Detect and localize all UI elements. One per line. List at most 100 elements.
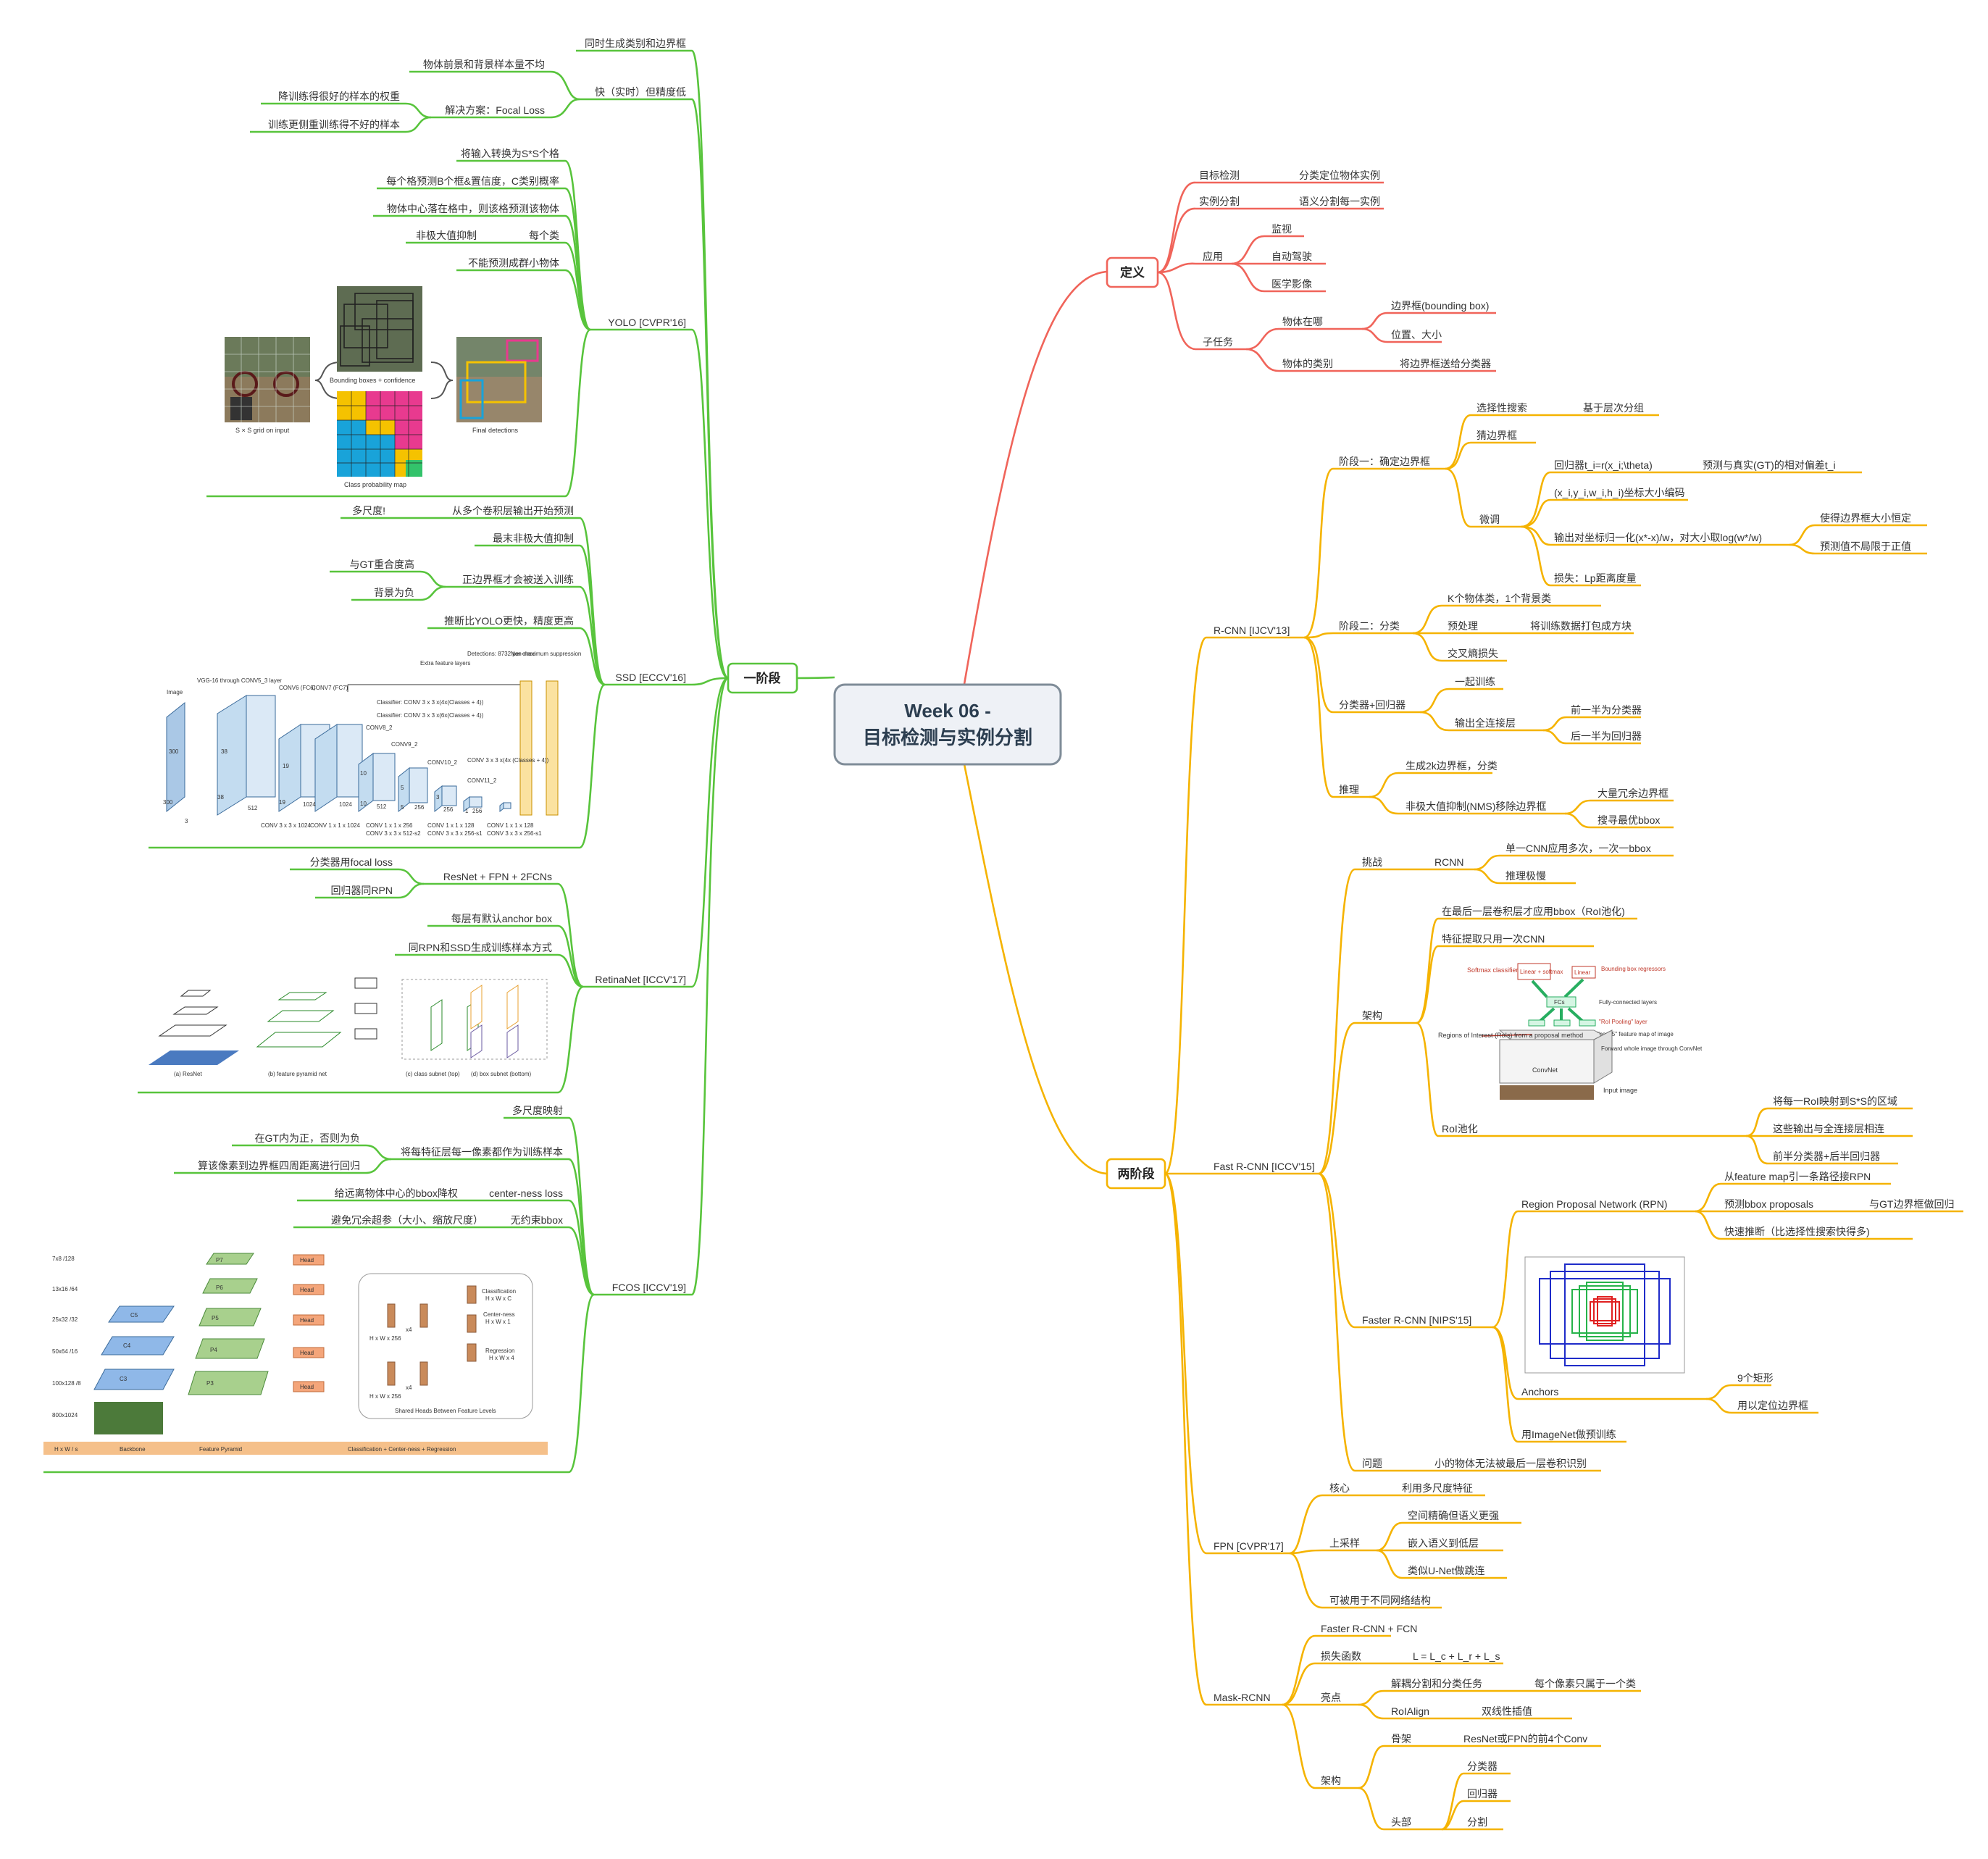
fcos-c3a: 给远离物体中心的bbox降权 [335, 1187, 458, 1199]
rcnn-pre-desc: 将训练数据打包成方块 [1530, 620, 1632, 632]
ssd-fig-b4: CONV 1 x 1 x 128 [427, 822, 475, 829]
ssd-fig-conv8: CONV8_2 [366, 724, 393, 731]
ssd-figure: Extra feature layers Detections: 8732 pe… [163, 651, 581, 837]
application-label: 应用 [1203, 251, 1223, 262]
faster-rcnn-title[interactable]: Faster R-CNN [NIPS'15] [1362, 1314, 1471, 1326]
faster-rpn2: 预测bbox proposals [1724, 1198, 1813, 1210]
branch-definition: 定义 [1106, 181, 1496, 372]
where-label: 物体在哪 [1282, 316, 1323, 327]
fcos-fig-r2: 13x16 /64 [52, 1286, 78, 1292]
ssd-fig-c3: CONV 3 x 3 x(4x (Classes + 4)) [467, 757, 549, 764]
rcnn-k: K个物体类，1个背景类 [1448, 593, 1551, 604]
ssd-s3: 正边界框才会被送入训练 [462, 574, 574, 585]
fig-conv5: "conv5" feature map of image [1598, 1031, 1674, 1037]
yolo-y4: 非极大值抑制 [416, 230, 477, 241]
fcos-fig-p4: P4 [210, 1347, 217, 1353]
rcnn-title[interactable]: R-CNN [IJCV'13] [1214, 624, 1290, 636]
ssd-fig-det: Detections: 8732 per class [467, 651, 535, 657]
retina-title[interactable]: RetinaNet [ICCV'17] [595, 974, 686, 985]
fcos-fig-x4a: x4 [406, 1327, 412, 1333]
fcos-fig-r1: 7x8 /128 [52, 1256, 75, 1262]
retina-fig-a: (a) ResNet [174, 1071, 202, 1077]
rcnn-finetune: 微调 [1479, 514, 1500, 525]
fcos-fig-head3: Head [300, 1317, 314, 1324]
rcnn-fc: 输出全连接层 [1455, 717, 1516, 729]
ssd-fig-nms: Non-maximum suppression [511, 651, 581, 657]
two-stage-texts: R-CNN [IJCV'13] 阶段一：确定边界框 选择性搜索 基于层次分组 猜… [1214, 402, 1954, 1828]
fpn-up3: 类似U-Net做跳连 [1408, 1565, 1485, 1576]
mask-rcnn-title[interactable]: Mask-RCNN [1214, 1692, 1271, 1703]
branch-two-stage: 两阶段 [1106, 414, 1963, 1831]
retina-r1: ResNet + FPN + 2FCNs [443, 871, 552, 882]
yolo-title[interactable]: YOLO [CVPR'16] [608, 317, 686, 328]
ssd-title[interactable]: SSD [ECCV'16] [615, 672, 686, 683]
one-stage-texts: 同时生成类别和边界框 快（实时）但精度低 物体前景和背景样本量不均 解决方案：F… [198, 38, 686, 1293]
branch-one-stage: 一阶段 [43, 49, 798, 1474]
retina-r1a: 分类器用focal loss [310, 856, 393, 868]
fcos-fig-head4: Head [300, 1350, 314, 1356]
ssd-fig-conv11: CONV11_2 [467, 777, 497, 784]
fcos-c2b: 算该像素到边界框四周距离进行回归 [198, 1160, 360, 1171]
fast-roi2: 这些输出与全连接层相连 [1773, 1123, 1884, 1135]
rcnn-half2: 后一半为回归器 [1571, 730, 1642, 742]
left-f2: 解决方案：Focal Loss [445, 104, 545, 116]
ssd-fig-38b: 38 [217, 794, 224, 801]
ssd-fig-conv9: CONV9_2 [391, 741, 418, 748]
yolo-fig-fd: Final detections [472, 427, 519, 434]
mask-hl2-desc: 双线性插值 [1482, 1705, 1532, 1717]
ssd-s3b: 背景为负 [374, 587, 414, 598]
fcos-fig-r3: 25x32 /32 [52, 1316, 78, 1323]
fcos-fig-reg-d: H x W x 4 [489, 1355, 514, 1361]
ssd-fig-b1: CONV 3 x 3 x 1024 [261, 822, 311, 829]
fcos-fig-cn-d: H x W x 1 [485, 1319, 511, 1325]
ssd-fig-10b: 10 [360, 801, 367, 807]
rcnn-cr: 分类器+回归器 [1339, 699, 1406, 711]
faster-problem-desc: 小的物体无法被最后一层卷积识别 [1434, 1458, 1587, 1469]
ssd-fig-conv6: CONV6 (FC6) [279, 685, 316, 691]
fast-arch: 架构 [1362, 1010, 1382, 1022]
mask-loss-desc: L = L_c + L_r + L_s [1413, 1650, 1500, 1662]
fcos-fig-hw2: H x W x 256 [369, 1393, 401, 1400]
yolo-fig-grid: S × S grid on input [235, 427, 290, 434]
class-label: 物体的类别 [1282, 358, 1333, 369]
fpn-title[interactable]: FPN [CVPR'17] [1214, 1540, 1284, 1552]
rcnn-ce: 交叉熵损失 [1448, 648, 1498, 659]
fcos-fig-ccr: Classification + Center-ness + Regressio… [348, 1446, 456, 1453]
mask-backbone: 骨架 [1391, 1733, 1411, 1745]
fcos-title[interactable]: FCOS [ICCV'19] [612, 1282, 686, 1293]
fast-a1: 在最后一层卷积层才应用bbox（RoI池化) [1442, 906, 1625, 917]
fcos-figure: 7x8 /128 13x16 /64 25x32 /32 50x64 /16 1… [43, 1253, 548, 1455]
ssd-fig-300b: 300 [163, 799, 173, 806]
ssd-fig-image: Image [167, 689, 183, 695]
rcnn-pre: 预处理 [1448, 620, 1478, 632]
yolo-y3: 物体中心落在格中，则该格预测该物体 [387, 203, 559, 214]
mask-hl1: 解耦分割和分类任务 [1391, 1678, 1482, 1689]
two-stage-label: 两阶段 [1118, 1166, 1155, 1181]
root-title-line1: Week 06 - [904, 700, 990, 722]
fig-convnet: ConvNet [1532, 1066, 1558, 1074]
rcnn-ft2: (x_i,y_i,w_i,h_i)坐标大小编码 [1554, 487, 1684, 498]
anchors-figure [1524, 1256, 1685, 1374]
left-top1: 同时生成类别和边界框 [585, 38, 686, 49]
fast-rcnn-title[interactable]: Fast R-CNN [ICCV'15] [1214, 1161, 1315, 1172]
fcos-fig-hw1: H x W x 256 [369, 1335, 401, 1342]
definition-texts: 目标检测 分类定位物体实例 实例分割 语义分割每一实例 应用 监视 自动驾驶 医… [1199, 170, 1491, 369]
fig-lin1: Linear + softmax [1520, 969, 1563, 975]
rcnn-ss: 选择性搜索 [1477, 402, 1527, 414]
ssd-fig-vgg: VGG-16 through CONV5_3 layer [197, 677, 282, 684]
mask-h3: 分割 [1467, 1816, 1487, 1828]
fcos-fig-fp: Feature Pyramid [199, 1446, 242, 1453]
fcos-fig-c4: C4 [123, 1342, 131, 1349]
fig-fwd: Forward whole image through ConvNet [1601, 1045, 1703, 1052]
ssd-fig-c2: Classifier: CONV 3 x 3 x(6x(Classes + 4)… [377, 712, 484, 719]
fast-roi: RoI池化 [1442, 1123, 1478, 1135]
fcos-fig-r4: 50x64 /16 [52, 1348, 78, 1355]
root-node[interactable]: Week 06 - 目标检测与实例分割 [833, 683, 1062, 766]
ssd-fig-1024a: 1024 [303, 801, 316, 808]
rcnn-ft3b: 预测值不局限于正值 [1820, 540, 1911, 552]
root-title-line2: 目标检测与实例分割 [863, 727, 1032, 748]
mask-hl2: RoIAlign [1391, 1705, 1429, 1717]
retina-fig-d: (d) box subnet (bottom) [471, 1071, 531, 1077]
faster-an1: 9个矩形 [1737, 1372, 1774, 1384]
yolo-y2: 每个格预测B个框&置信度，C类别概率 [386, 175, 559, 187]
